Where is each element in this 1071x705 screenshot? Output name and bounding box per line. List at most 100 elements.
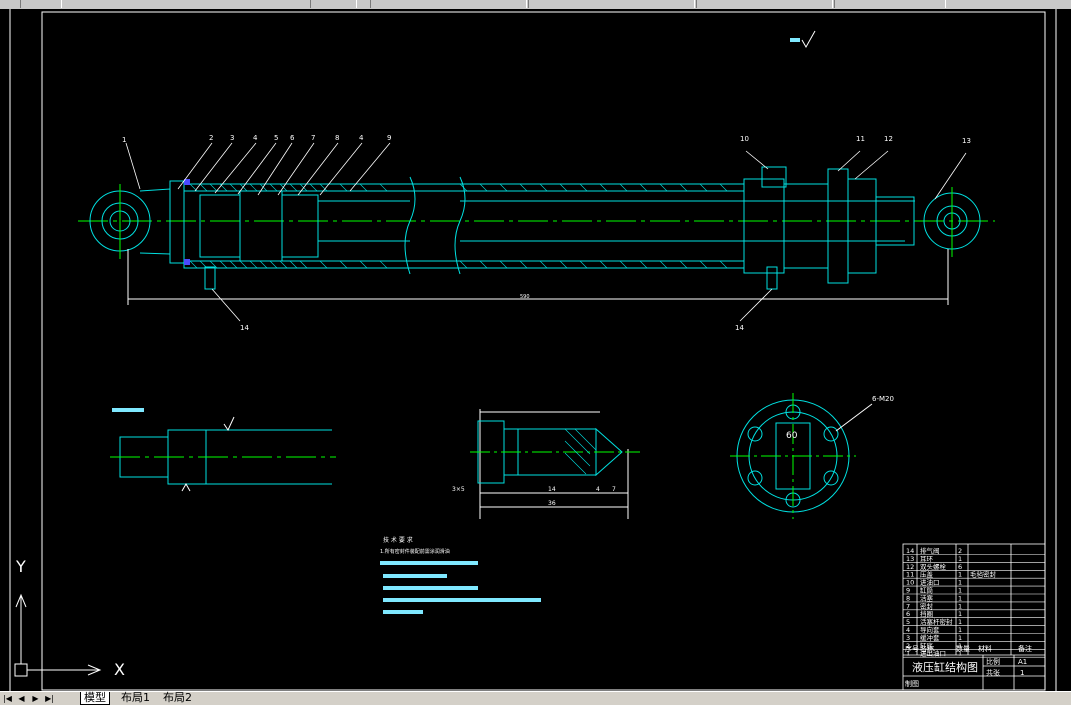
parts-row-no: 13	[906, 555, 914, 563]
callout: 4	[253, 134, 258, 142]
diameter-label: 60	[786, 431, 798, 441]
parts-row-no: 4	[906, 626, 910, 634]
parts-row-name: 活塞	[920, 593, 934, 602]
piston-total-dim: 36	[548, 500, 556, 507]
parts-row-no: 2	[906, 642, 910, 650]
parts-row-name: 密封	[920, 601, 934, 610]
tab-model[interactable]: 模型	[80, 692, 110, 705]
piston-small-dim: 4	[596, 486, 600, 493]
cylinder-assembly	[78, 142, 995, 322]
parts-row-name: 耳环	[920, 555, 934, 563]
parts-row-name: 缸筒	[920, 586, 934, 595]
color-dropdown[interactable]	[528, 0, 695, 8]
callout: 14	[735, 324, 744, 332]
callout: 8	[335, 134, 339, 142]
parts-row-no: 8	[906, 594, 910, 602]
ucs-x-label: X	[114, 660, 125, 679]
header-qty: 数量	[956, 644, 970, 653]
parts-row-no: 3	[906, 634, 910, 642]
rod-detail	[110, 408, 336, 492]
callout: 9	[387, 134, 391, 142]
next-tab-button[interactable]: ▶	[32, 694, 39, 703]
parts-row-qty: 1	[958, 642, 962, 650]
sheet-value: 1	[1020, 669, 1024, 677]
callout: 4	[359, 134, 364, 142]
tab-layout2[interactable]: 布局2	[163, 691, 192, 704]
callout: 3	[230, 134, 234, 142]
parts-row-qty: 1	[958, 618, 962, 626]
linetype-dropdown[interactable]	[696, 0, 833, 8]
callout: 14	[240, 324, 249, 332]
piston-small-dim: 7	[612, 486, 616, 493]
callout: 6	[290, 134, 295, 142]
parts-row-qty: 1	[958, 602, 962, 610]
parts-row-qty: 1	[958, 634, 962, 642]
layer-dropdown[interactable]	[370, 0, 527, 8]
parts-row-no: 7	[906, 602, 910, 610]
callout: 7	[311, 134, 315, 142]
parts-row-note: 毛毡密封	[970, 570, 997, 579]
parts-row-qty: 1	[958, 626, 962, 634]
thread-dim: 3×5	[452, 486, 465, 493]
scale-label: 比例	[986, 657, 1000, 666]
header-material: 材料	[978, 644, 992, 653]
header-remark: 备注	[1018, 644, 1032, 653]
parts-row-name: 活塞杆密封	[920, 617, 953, 626]
ucs-icon	[14, 593, 102, 677]
parts-row-no: 1	[906, 650, 910, 658]
tech-title: 技 术 要 求	[383, 536, 413, 544]
callout: 11	[856, 135, 865, 143]
parts-row-no: 5	[906, 618, 910, 626]
ucs-y-label: Y	[16, 557, 26, 576]
parts-row-qty: 1	[958, 571, 962, 579]
roughness-symbol	[790, 30, 816, 49]
parts-row-qty: 1	[958, 594, 962, 602]
parts-row-name: 缸底	[920, 641, 934, 650]
parts-row-name: 挡圈	[920, 609, 933, 618]
parts-row-no: 9	[906, 587, 910, 595]
callout: 5	[274, 134, 278, 142]
piston-length-dim: 14	[548, 486, 556, 493]
callout: 1	[122, 136, 126, 144]
piston-detail	[470, 409, 640, 519]
callout: 2	[209, 134, 213, 142]
parts-row-qty: 1	[958, 650, 962, 658]
parts-row-no: 11	[906, 571, 914, 579]
parts-row-name: 双头螺栓	[920, 562, 947, 571]
first-tab-button[interactable]: |◀	[3, 694, 12, 703]
bolt-label: 6-M20	[872, 395, 894, 403]
toolbar-button[interactable]	[310, 0, 357, 8]
technical-requirements: 技 术 要 求 1.所有密封件装配前需涂润滑油	[380, 536, 541, 614]
last-tab-button[interactable]: ▶|	[45, 694, 54, 703]
sheet-label: 共张	[986, 668, 1000, 677]
callout: 13	[962, 137, 971, 145]
lineweight-dropdown[interactable]	[834, 0, 946, 8]
tab-layout1[interactable]: 布局1	[121, 691, 150, 704]
parts-row-name: 排气阀	[920, 546, 940, 555]
parts-row-qty: 1	[958, 610, 962, 618]
flange-detail	[730, 393, 873, 519]
cad-drawing: 1 2 3 4 5 6 7 8 4 9 10 11 12 13 14 14 59…	[9, 9, 1057, 691]
parts-row-qty: 1	[958, 587, 962, 595]
parts-row-no: 6	[906, 610, 910, 618]
drawing-frame	[9, 9, 1057, 691]
drawn-label: 制图	[905, 679, 919, 688]
parts-row-name: 缓冲套	[920, 633, 940, 642]
parts-row-name: 压盖	[920, 570, 934, 579]
parts-row-name: 进油口	[920, 578, 940, 587]
layout-tabs-bar: |◀ ◀ ▶ ▶| 模型 布局1 布局2	[0, 691, 1071, 705]
part-callouts: 1 2 3 4 5 6 7 8 4 9 10 11 12 13 14 14 59…	[122, 134, 971, 332]
callout: 10	[740, 135, 749, 143]
tech-line: 1.所有密封件装配前需涂润滑油	[380, 548, 450, 555]
parts-row-qty: 2	[958, 547, 962, 555]
parts-row-name: 导向套	[920, 625, 940, 634]
parts-row-no: 10	[906, 579, 914, 587]
parts-row-no: 14	[906, 547, 914, 555]
drawing-title: 液压缸结构图	[912, 660, 978, 674]
prev-tab-button[interactable]: ◀	[18, 694, 25, 703]
toolbar-button[interactable]	[20, 0, 62, 8]
drawing-canvas[interactable]: 1 2 3 4 5 6 7 8 4 9 10 11 12 13 14 14 59…	[0, 9, 1071, 691]
callout: 12	[884, 135, 893, 143]
parts-row-qty: 1	[958, 579, 962, 587]
